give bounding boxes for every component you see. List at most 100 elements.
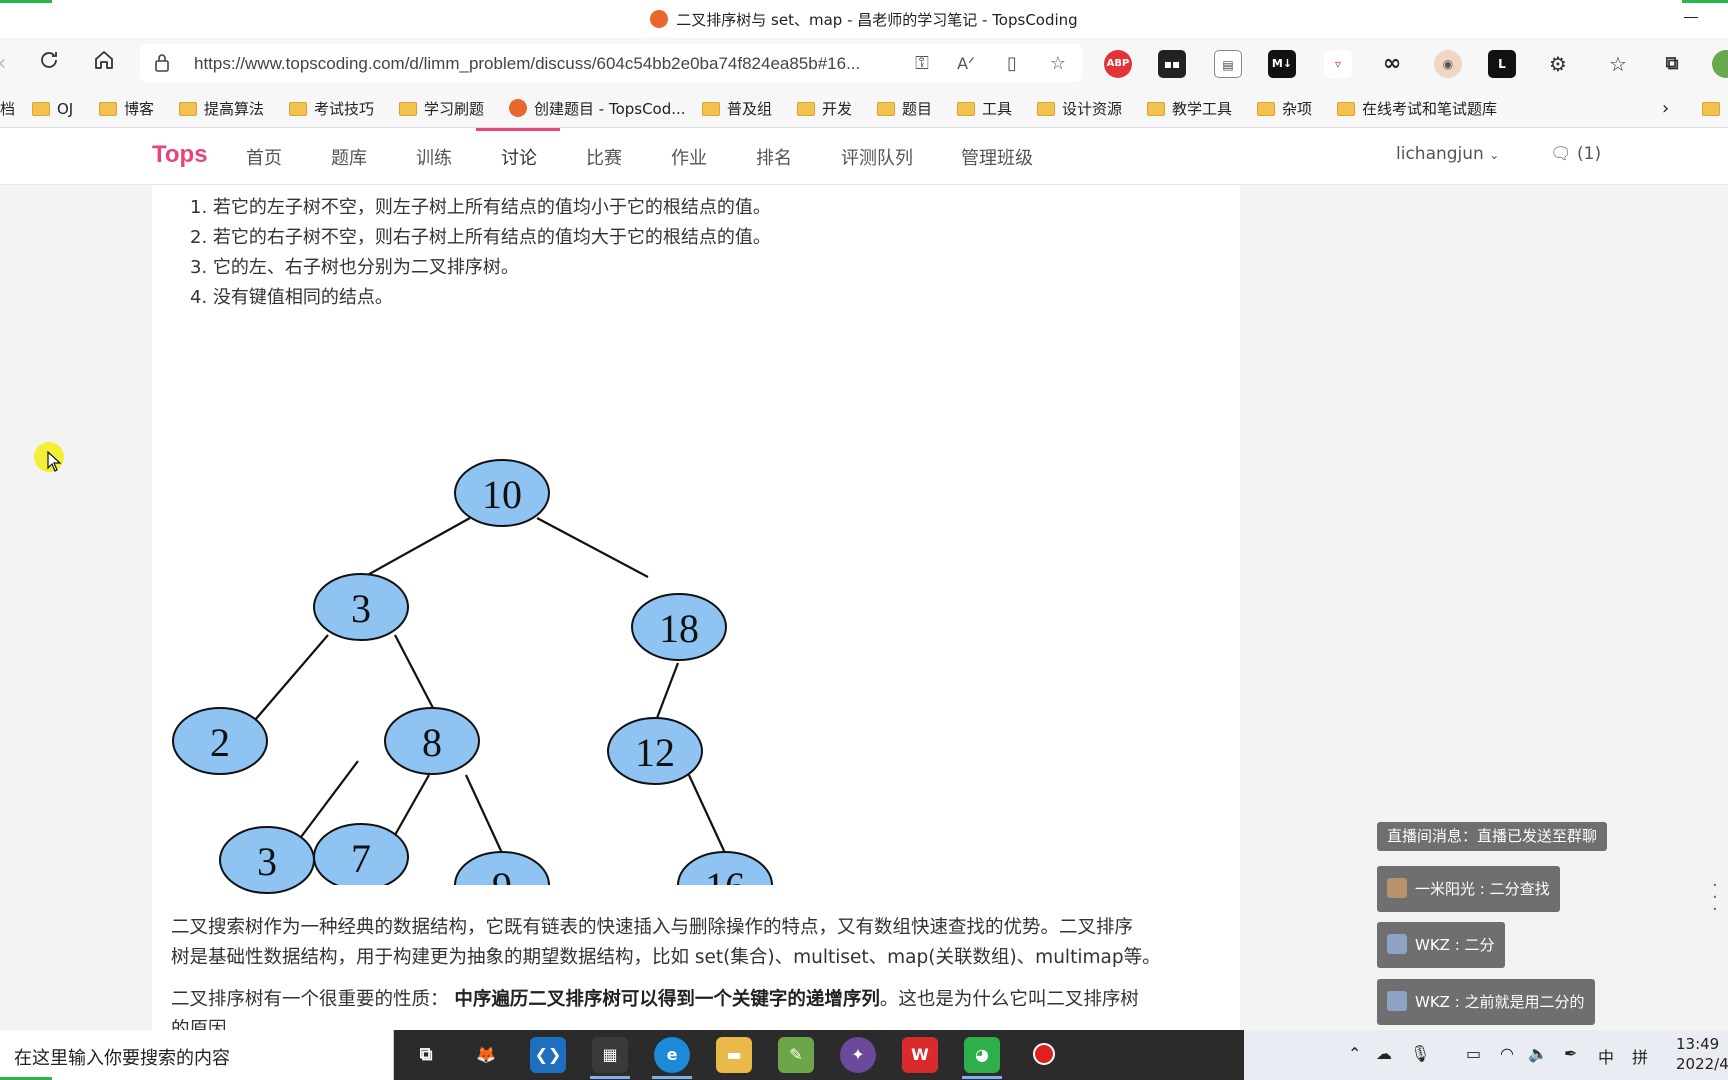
- l-extension-icon[interactable]: L: [1488, 50, 1516, 78]
- adblock-icon[interactable]: ABP: [1104, 50, 1132, 78]
- bookmark-folder-teaching[interactable]: 教学工具: [1147, 98, 1232, 120]
- nav-judge-queue[interactable]: 评测队列: [841, 148, 913, 169]
- messages-button[interactable]: 🗨 (1): [1550, 144, 1601, 164]
- wechat-icon[interactable]: ◕: [964, 1037, 1000, 1073]
- edge-browser-icon[interactable]: e: [654, 1037, 690, 1073]
- address-bar[interactable]: https://www.topscoding.com/d/limm_proble…: [140, 44, 1082, 82]
- minimize-button[interactable]: [1684, 17, 1698, 18]
- bookmark-folder-tools[interactable]: 工具: [957, 98, 1012, 120]
- bookmark-label: 题目: [902, 100, 933, 118]
- bookmark-folder-exam-tips[interactable]: 考试技巧: [289, 98, 374, 120]
- bookmark-label: 设计资源: [1062, 100, 1123, 118]
- folder-icon: [957, 102, 975, 116]
- profile-avatar-icon[interactable]: [1712, 50, 1728, 78]
- shield-extension-icon[interactable]: ▿: [1324, 50, 1352, 78]
- extension-icon-2[interactable]: ▪▪: [1158, 50, 1186, 78]
- browser-toolbar: ‹ https://www.topscoding.com/d/limm_prob…: [0, 38, 1728, 90]
- read-aloud-icon[interactable]: Aᐟ: [957, 54, 975, 73]
- battery-icon[interactable]: ▭: [1466, 1044, 1482, 1063]
- windows-store-icon[interactable]: ▦: [592, 1037, 628, 1073]
- site-logo[interactable]: Tops: [152, 141, 208, 168]
- paragraph-inorder: 二叉排序树有一个很重要的性质： 中序遍历二叉排序树可以得到一个关键字的递增序列。…: [171, 985, 1231, 1030]
- bookmark-folder-design[interactable]: 设计资源: [1037, 98, 1122, 120]
- nav-contests[interactable]: 比赛: [586, 148, 622, 169]
- bookmark-folder-oj[interactable]: OJ: [32, 98, 73, 120]
- tray-expand-icon[interactable]: ⌃: [1348, 1044, 1362, 1063]
- file-explorer-icon[interactable]: ▬: [716, 1037, 752, 1073]
- tree-node: 2: [172, 707, 268, 775]
- bookmark-folder-problems[interactable]: 题目: [877, 98, 932, 120]
- nav-home[interactable]: 首页: [246, 148, 282, 169]
- bookmark-folder-junior[interactable]: 普及组: [702, 98, 772, 120]
- nav-homework[interactable]: 作业: [671, 148, 707, 169]
- nav-training[interactable]: 训练: [416, 148, 452, 169]
- back-icon[interactable]: ‹: [0, 48, 18, 80]
- bookmark-folder-dev[interactable]: 开发: [797, 98, 852, 120]
- onedrive-icon[interactable]: ☁: [1376, 1044, 1392, 1063]
- windows-taskbar: 在这里输入你要搜索的内容 ⧉ 🦊 ❮❯ ▦ e ▬ ✎ ✦ W ◕ ⌃ ☁ 🎙 …: [0, 1030, 1728, 1080]
- nav-ranking[interactable]: 排名: [756, 148, 792, 169]
- task-view-icon[interactable]: ⧉: [419, 1044, 433, 1065]
- bookmark-label: OJ: [57, 100, 74, 118]
- refresh-icon[interactable]: [33, 48, 65, 80]
- bookmark-folder-blog[interactable]: 博客: [99, 98, 154, 120]
- game-app-icon[interactable]: ✦: [840, 1037, 876, 1073]
- catalyst-app-icon[interactable]: 🦊: [468, 1037, 504, 1073]
- collections-extension-icon[interactable]: ▤: [1214, 50, 1242, 78]
- bookmark-create-problem[interactable]: 创建题目 - TopsCod...: [509, 98, 686, 120]
- live-chat-message: 一米阳光 : 二分查找: [1377, 866, 1560, 912]
- notepad-icon[interactable]: ✎: [778, 1037, 814, 1073]
- key-icon[interactable]: ⚿: [915, 53, 929, 74]
- collections-icon[interactable]: ⧉: [1665, 53, 1679, 74]
- ime-language[interactable]: 中: [1598, 1048, 1615, 1067]
- folder-icon: [1702, 102, 1720, 116]
- markdown-icon[interactable]: M↓: [1268, 50, 1296, 78]
- url-text[interactable]: https://www.topscoding.com/d/limm_proble…: [194, 54, 861, 73]
- tree-edge: [363, 517, 471, 578]
- nav-manage-class[interactable]: 管理班级: [961, 148, 1033, 169]
- bookmark-label: 教学工具: [1172, 100, 1233, 118]
- microphone-icon[interactable]: 🎙: [1410, 1044, 1431, 1063]
- nav-discuss[interactable]: 讨论: [501, 148, 537, 169]
- ime-mode[interactable]: 拼: [1632, 1048, 1649, 1067]
- avatar-extension-icon[interactable]: ◉: [1434, 50, 1462, 78]
- bookmark-label: 博客: [124, 100, 155, 118]
- bookmark-folder-practice[interactable]: 学习刷题: [399, 98, 484, 120]
- immersive-reader-icon[interactable]: ▯: [1007, 53, 1017, 74]
- nav-problems[interactable]: 题库: [331, 148, 367, 169]
- live-chat-system-message: 直播间消息：直播已发送至群聊: [1377, 822, 1608, 851]
- bookmark-folder-overflow[interactable]: [1702, 98, 1727, 120]
- system-clock[interactable]: 13:49 2022/4: [1676, 1034, 1728, 1074]
- wps-office-icon[interactable]: W: [902, 1037, 938, 1073]
- tree-node: 12: [607, 717, 703, 785]
- bookmark-partial[interactable]: 档: [0, 98, 15, 120]
- vscode-icon[interactable]: ❮❯: [530, 1037, 566, 1073]
- bookmarks-more-chevron-icon[interactable]: ›: [1662, 98, 1670, 119]
- pen-icon[interactable]: ✒: [1564, 1044, 1578, 1063]
- bst-diagram: 10 3 18 2 8 12 7 9 16: [172, 459, 773, 885]
- taskbar-search-box[interactable]: 在这里输入你要搜索的内容: [0, 1030, 394, 1080]
- folder-icon: [289, 102, 307, 116]
- user-menu[interactable]: lichangjun ⌄: [1396, 144, 1499, 164]
- add-favorite-icon[interactable]: ☆: [1049, 53, 1067, 74]
- bookmark-folder-algorithms[interactable]: 提高算法: [179, 98, 264, 120]
- tree-edges: [254, 517, 726, 854]
- live-chat-message: WKZ : 之前就是用二分的: [1377, 979, 1595, 1025]
- search-placeholder[interactable]: 在这里输入你要搜索的内容: [14, 1048, 230, 1069]
- window-titlebar: 二叉排序树与 set、map - 昌老师的学习笔记 - TopsCoding: [0, 0, 1728, 38]
- infinity-icon[interactable]: ∞: [1382, 51, 1402, 76]
- lock-icon: [155, 54, 169, 72]
- bookmark-label: 学习刷题: [424, 100, 485, 118]
- more-options-icon[interactable]: ···: [1712, 875, 1718, 920]
- mouse-cursor-icon: [47, 451, 62, 472]
- puzzle-icon[interactable]: ⚙: [1549, 52, 1567, 76]
- wifi-icon[interactable]: ◠: [1500, 1044, 1514, 1063]
- bookmark-folder-online-exam[interactable]: 在线考试和笔试题库: [1337, 98, 1497, 120]
- favorites-icon[interactable]: ☆: [1609, 52, 1627, 76]
- home-icon[interactable]: [88, 48, 120, 80]
- screen-recorder-icon[interactable]: [1026, 1037, 1062, 1073]
- bookmark-folder-misc[interactable]: 杂项: [1257, 98, 1312, 120]
- volume-icon[interactable]: 🔈: [1528, 1044, 1548, 1063]
- site-header: Tops 首页 题库 训练 讨论 比赛 作业 排名 评测队列 管理班级 lich…: [0, 128, 1728, 185]
- clock-time: 13:49: [1676, 1035, 1720, 1053]
